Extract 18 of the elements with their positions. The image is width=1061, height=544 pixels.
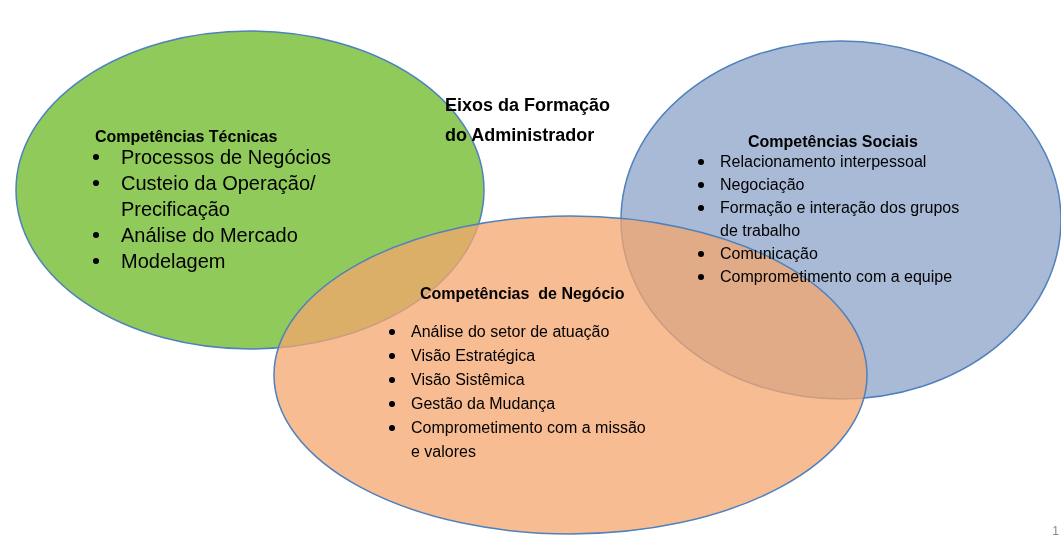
bullet-item: Comunicação xyxy=(720,244,819,264)
circle-heading: Competências Técnicas xyxy=(95,128,278,146)
circle-heading: Competências Sociais xyxy=(748,133,918,151)
diagram-title: Eixos da Formação do Administrador xyxy=(445,94,612,147)
bullet-item: Formação e interação dos grupos de trabalho xyxy=(720,198,961,241)
bullet-item: Processos de Negócios xyxy=(121,145,333,170)
bullet-item: Visão Estratégica xyxy=(411,346,537,366)
bullet-item: Gestão da Mudança xyxy=(411,394,557,414)
bullet-item: Relacionamento interpessoal xyxy=(720,152,928,172)
bullet-item: Visão Sistêmica xyxy=(411,370,526,390)
bullet-item: Comprometimento com a missão e valores xyxy=(411,418,647,462)
bullet-item: Análise do setor de atuação xyxy=(411,322,611,342)
page-number: 1 xyxy=(1052,524,1059,538)
bullet-item: Negociação xyxy=(720,175,806,195)
bullet-item: Modelagem xyxy=(121,249,227,274)
bullet-item: Análise do Mercado xyxy=(121,223,299,248)
circle-heading: Competências de Negócio xyxy=(420,285,625,303)
bullet-item: Custeio da Operação/ Precificação xyxy=(121,171,317,222)
